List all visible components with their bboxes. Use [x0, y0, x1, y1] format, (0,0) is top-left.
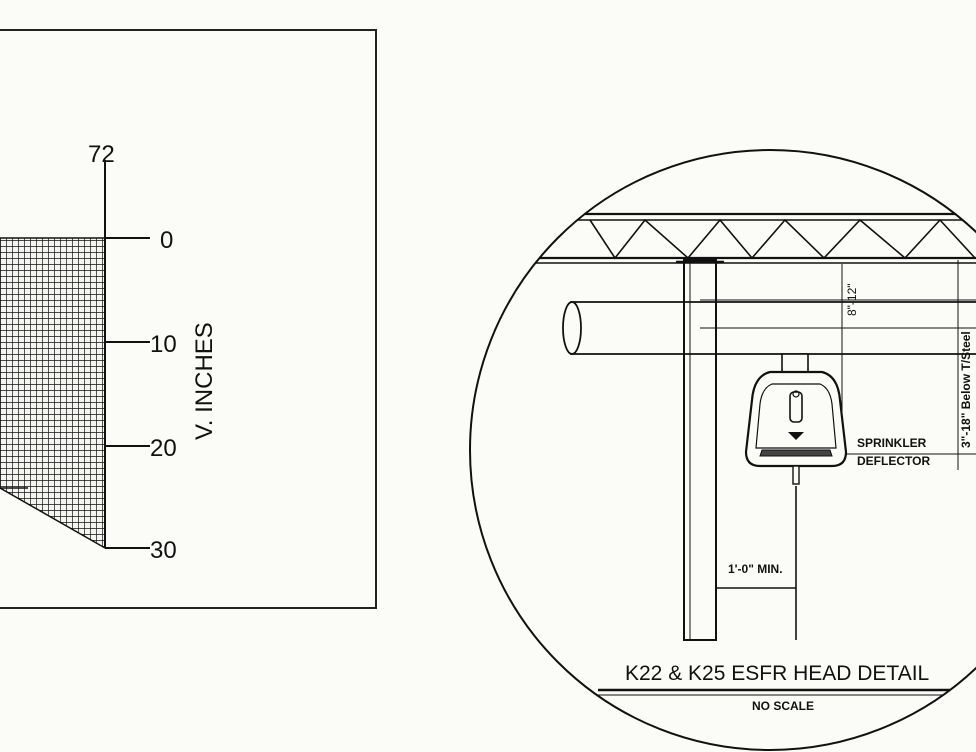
left-chart-panel: 0 72 0 10 20 30 V. INCHES — [0, 29, 377, 609]
sprinkler-label: SPRINKLER — [857, 436, 927, 450]
sprinkler-deflector-plate — [759, 449, 833, 457]
deflector-label: DEFLECTOR — [857, 454, 930, 468]
min-clearance-label: 1'-0" MIN. — [728, 562, 783, 576]
pipe-end — [562, 301, 582, 355]
sprinkler-stem — [792, 465, 800, 485]
dim-label-8-12: 8"-12" — [845, 283, 859, 316]
sprinkler-bulb — [789, 391, 803, 423]
esfr-head-detail: 8"-12" 3"-18" Below T/Steel SPRINKLER DE… — [469, 149, 976, 751]
detail-subtitle: NO SCALE — [752, 699, 814, 713]
hanger-column — [683, 259, 717, 641]
sprinkler-head-body — [744, 370, 848, 468]
dim-label-3-18: 3"-18" Below T/Steel — [959, 331, 973, 448]
chart-frame — [0, 29, 377, 609]
detail-circle — [469, 149, 976, 751]
right-tick-label-20: 20 — [150, 435, 177, 462]
hatched-coverage-area — [0, 237, 106, 550]
right-tick-label-30: 30 — [150, 537, 177, 564]
right-tick-label-0: 0 — [160, 227, 173, 254]
sprinkler-head-inner — [755, 383, 837, 449]
sprinkler-deflector-center — [788, 432, 804, 440]
axis-title: V. INCHES — [191, 322, 218, 440]
truss-web — [589, 218, 976, 260]
top-tick-label-72: 72 — [88, 141, 115, 168]
detail-title: K22 & K25 ESFR HEAD DETAIL — [625, 662, 929, 685]
right-tick-label-10: 10 — [150, 331, 177, 358]
sprinkler-bulb-top — [792, 390, 800, 398]
